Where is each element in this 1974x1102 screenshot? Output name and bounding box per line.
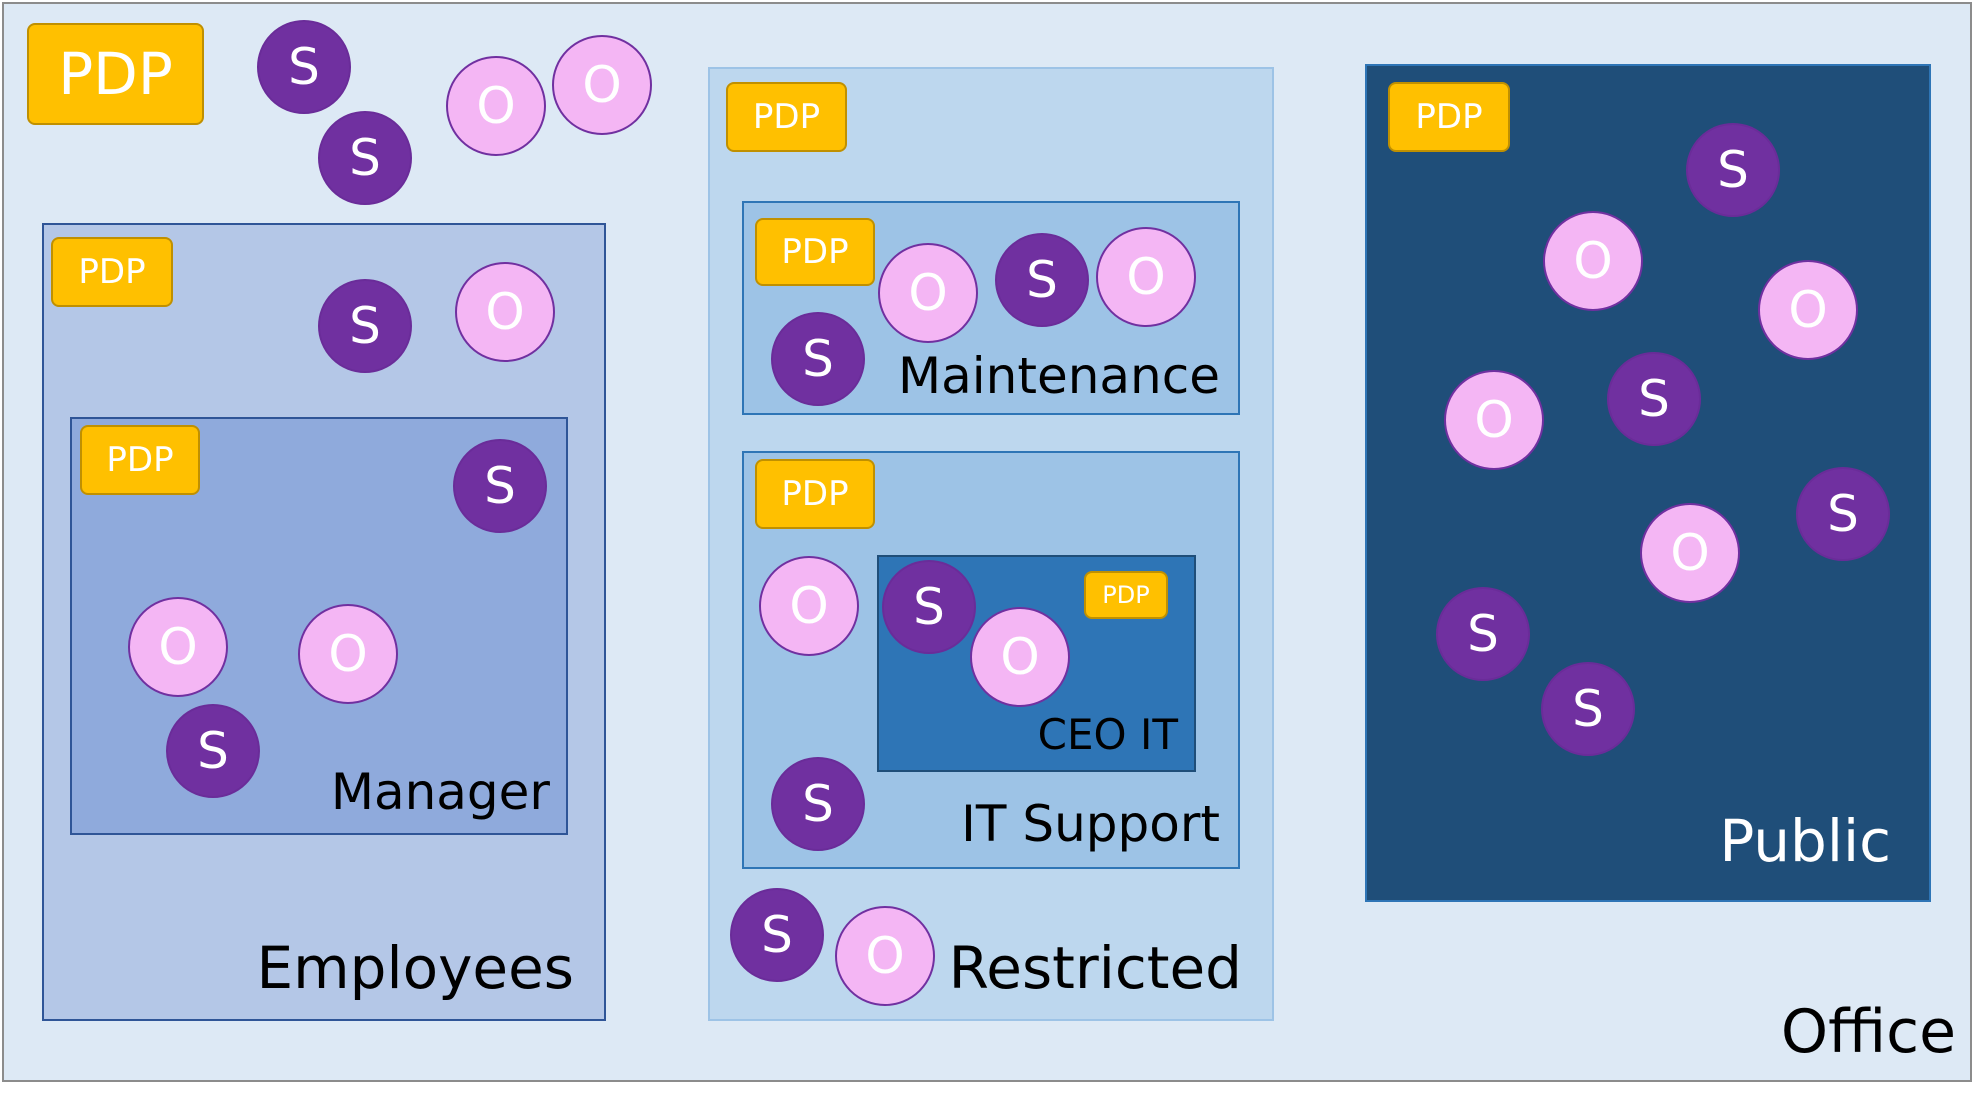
object-node: O (759, 556, 859, 656)
subject-node: S (1686, 123, 1780, 217)
zone-label-restricted: Restricted (948, 934, 1242, 1002)
subject-node: S (882, 560, 976, 654)
zone-label-office: Office (1780, 997, 1956, 1067)
zone-label-manager: Manager (330, 763, 550, 821)
zone-label-employees: Employees (256, 934, 574, 1002)
subject-node: S (1796, 467, 1890, 561)
zone-label-public: Public (1719, 807, 1891, 875)
object-node: O (298, 604, 398, 704)
subject-node: S (1541, 662, 1635, 756)
object-node: O (1758, 260, 1858, 360)
zone-label-ceo-it: CEO IT (1037, 710, 1178, 759)
object-node: O (1444, 370, 1544, 470)
object-node: O (1640, 503, 1740, 603)
pdp-restricted: PDP (726, 82, 847, 152)
object-node: O (878, 243, 978, 343)
subject-node: S (453, 439, 547, 533)
object-node: O (128, 597, 228, 697)
pdp-ceo-it: PDP (1084, 571, 1168, 619)
object-node: O (455, 262, 555, 362)
subject-node: S (771, 312, 865, 406)
subject-node: S (257, 20, 351, 114)
pdp-public: PDP (1388, 82, 1510, 152)
subject-node: S (166, 704, 260, 798)
object-node: O (835, 906, 935, 1006)
object-node: O (1096, 227, 1196, 327)
pdp-maintenance: PDP (755, 218, 875, 286)
subject-node: S (318, 111, 412, 205)
object-node: O (1543, 211, 1643, 311)
zone-label-maintenance: Maintenance (898, 347, 1220, 405)
object-node: O (446, 56, 546, 156)
pdp-manager: PDP (80, 425, 200, 495)
subject-node: S (771, 757, 865, 851)
subject-node: S (1607, 352, 1701, 446)
pdp-employees: PDP (51, 237, 173, 307)
pdp-it-support: PDP (755, 459, 875, 529)
object-node: O (970, 607, 1070, 707)
subject-node: S (318, 279, 412, 373)
subject-node: S (1436, 587, 1530, 681)
object-node: O (552, 35, 652, 135)
pdp-office: PDP (27, 23, 204, 125)
zone-label-it-support: IT Support (961, 795, 1220, 853)
subject-node: S (730, 888, 824, 982)
subject-node: S (995, 233, 1089, 327)
